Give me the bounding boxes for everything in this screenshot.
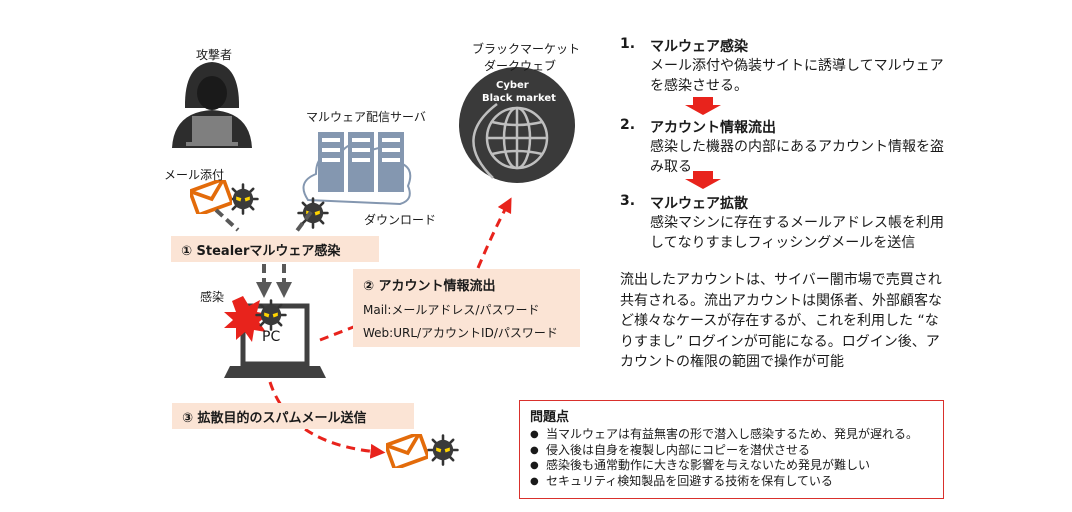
account-leak-title: ② アカウント情報流出 [363, 279, 496, 294]
market-label-line1: ブラックマーケット [472, 42, 581, 56]
leak-note: 流出したアカウントは、サイバー闇市場で売買され共有される。流出アカウントは関係者… [620, 272, 942, 370]
virus-mail-icon [227, 183, 259, 215]
market-logo-line1: Cyber [496, 80, 529, 91]
server-icon [302, 132, 412, 206]
pc-label: PC [262, 329, 281, 345]
infection-arrows [214, 208, 313, 298]
step-2-number: 2. [620, 117, 636, 133]
black-market-globe-icon [459, 67, 575, 183]
step-3-number: 3. [620, 193, 636, 209]
step-1-title: マルウェア感染 [650, 39, 748, 55]
virus-pc-icon [255, 299, 287, 331]
problem-item: 感染後も通常動作に大きな影響を与えないため発見が難しい [530, 458, 933, 474]
attacker-label: 攻撃者 [196, 48, 233, 62]
step-3-desc: 感染マシンに存在するメールアドレス帳を利用してなりすましフィッシングメールを送信 [650, 215, 944, 251]
envelope-spam-icon [386, 434, 428, 468]
account-leak-web: Web:URL/アカウントID/パスワード [363, 326, 558, 340]
problem-item: 当マルウェアは有益無害の形で潜入し感染するため、発見が遅れる。 [530, 427, 933, 443]
mail-attach-label: メール添付 [164, 168, 225, 182]
virus-server-icon [297, 197, 329, 229]
server-label: マルウェア配信サーバ [306, 110, 426, 124]
download-label: ダウンロード [364, 213, 437, 227]
problem-item: セキュリティ検知製品を回避する技術を保有している [530, 474, 933, 490]
account-leak-box: ② アカウント情報流出 Mail:メールアドレス/パスワード Web:URL/ア… [353, 269, 580, 347]
problem-item: 侵入後は自身を複製し内部にコピーを潜伏させる [530, 443, 933, 459]
step-2-desc: 感染した機器の内部にあるアカウント情報を盗み取る [650, 139, 944, 175]
step-1-number: 1. [620, 36, 636, 52]
infection-label: 感染 [200, 290, 225, 304]
envelope-mail-icon [190, 180, 232, 214]
infection-burst-icon [224, 296, 269, 342]
market-logo-line2: Black market [482, 93, 556, 104]
attacker-icon [172, 62, 252, 148]
step-arrows [685, 97, 721, 189]
step-3-title: マルウェア拡散 [650, 196, 748, 212]
market-label-line2: ダークウェブ [484, 59, 557, 73]
red-flow-arrows [268, 197, 512, 459]
virus-spam-icon [427, 434, 459, 466]
account-leak-mail: Mail:メールアドレス/パスワード [363, 303, 540, 317]
stealer-infection-box: ① Stealerマルウェア感染 [171, 236, 379, 262]
problems-box: 問題点 当マルウェアは有益無害の形で潜入し感染するため、発見が遅れる。 侵入後は… [519, 400, 944, 499]
spam-send-box: ③ 拡散目的のスパムメール送信 [172, 403, 414, 429]
step-1-desc: メール添付や偽装サイトに誘導してマルウェアを感染させる。 [650, 58, 944, 94]
step-2-title: アカウント情報流出 [650, 120, 776, 136]
problems-list: 当マルウェアは有益無害の形で潜入し感染するため、発見が遅れる。 侵入後は自身を複… [530, 427, 933, 489]
problems-title: 問題点 [530, 410, 570, 425]
